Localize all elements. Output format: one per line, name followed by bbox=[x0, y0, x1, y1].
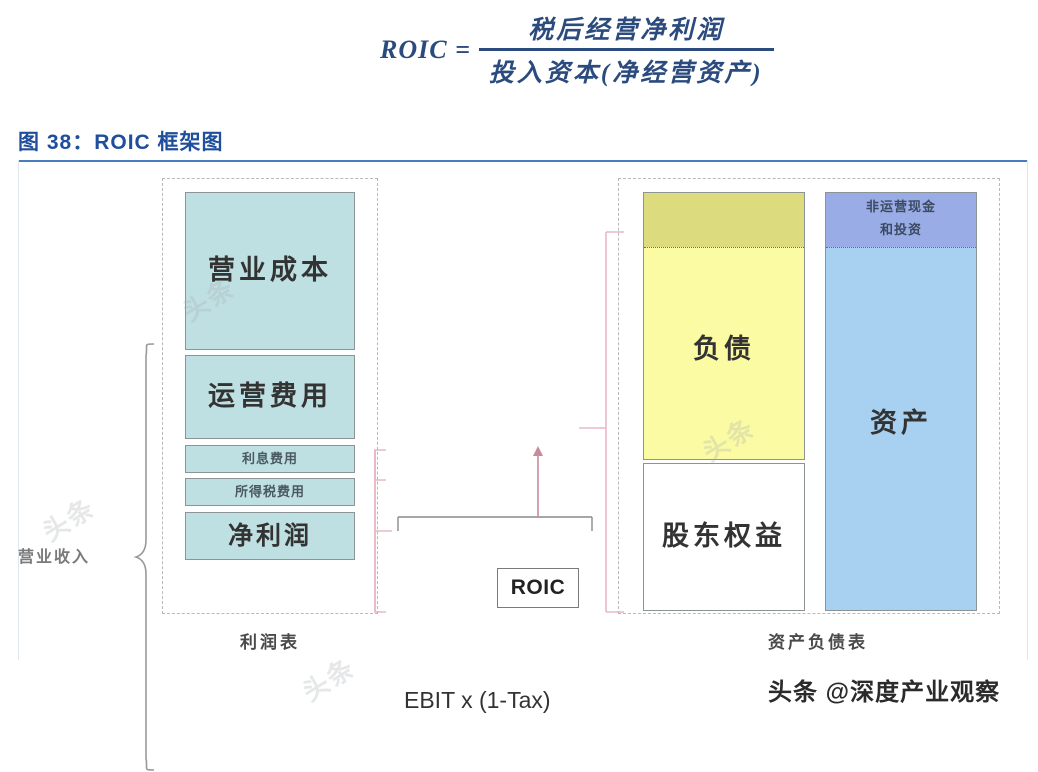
roic-node-label: ROIC bbox=[510, 576, 566, 599]
formula-denominator: 投入资本(净经营资产) bbox=[488, 60, 764, 87]
liabilities-noncore-divider bbox=[644, 247, 804, 248]
block-liabilities: 负债 bbox=[643, 192, 805, 460]
balance-sheet-group bbox=[618, 178, 1000, 614]
block-liabilities-label: 负债 bbox=[693, 334, 755, 365]
formula-area: ROIC = 税后经营净利润 投入资本(净经营资产) bbox=[0, 0, 1038, 110]
formula-fraction-bar bbox=[478, 48, 774, 51]
block-net-profit: 净利润 bbox=[185, 512, 355, 560]
block-operating-cost-label: 营业成本 bbox=[208, 255, 332, 286]
revenue-label: 营业收入 bbox=[18, 549, 91, 566]
frame-right-edge bbox=[1027, 160, 1028, 660]
block-net-profit-label: 净利润 bbox=[227, 521, 312, 550]
title-divider-rule bbox=[18, 160, 1028, 162]
noncore-label-line1: 非运营现金 bbox=[865, 199, 936, 214]
roic-formula: ROIC = 税后经营净利润 投入资本(净经营资产) bbox=[380, 8, 774, 91]
block-interest-expense-label: 利息费用 bbox=[241, 450, 298, 466]
block-interest-expense: 利息费用 bbox=[185, 445, 355, 473]
revenue-brace bbox=[133, 342, 156, 772]
formula-left-hand-side: ROIC = bbox=[380, 34, 471, 64]
income-statement-caption: 利润表 bbox=[240, 633, 300, 652]
block-shareholders-equity-label: 股东权益 bbox=[662, 521, 786, 552]
roic-framework-diagram: 营业收入 营业成本 运营费用 利息费用 所得税费用 净利润 利润表 ROIC E… bbox=[0, 160, 1038, 771]
connector-layer bbox=[374, 231, 624, 613]
brand-watermark: 头条 @深度产业观察 bbox=[768, 679, 1001, 706]
block-shareholders-equity: 股东权益 bbox=[643, 463, 805, 611]
block-assets-label: 资产 bbox=[870, 407, 932, 438]
noncore-label-line2: 和投资 bbox=[879, 222, 922, 237]
frame-left-edge bbox=[18, 160, 19, 660]
roic-node: ROIC bbox=[497, 568, 579, 608]
noncore-cash-investment-divider bbox=[826, 247, 976, 248]
block-operating-expense-label: 运营费用 bbox=[208, 381, 332, 412]
income-statement-group bbox=[162, 178, 378, 614]
balance-sheet-caption: 资产负债表 bbox=[768, 633, 868, 652]
formula-fraction: 税后经营净利润 投入资本(净经营资产) bbox=[478, 8, 774, 91]
block-operating-cost: 营业成本 bbox=[185, 192, 355, 350]
ebit-after-tax-label: EBIT x (1-Tax) bbox=[404, 687, 551, 713]
block-income-tax-expense: 所得税费用 bbox=[185, 478, 355, 506]
figure-title: 图 38：ROIC 框架图 bbox=[18, 131, 224, 154]
block-assets: 资产 bbox=[825, 192, 977, 611]
block-income-tax-expense-label: 所得税费用 bbox=[234, 483, 305, 499]
block-noncore-cash-investment-label: 非运营现金 和投资 bbox=[826, 196, 976, 238]
block-operating-expense: 运营费用 bbox=[185, 355, 355, 439]
formula-numerator: 税后经营净利润 bbox=[528, 17, 725, 44]
